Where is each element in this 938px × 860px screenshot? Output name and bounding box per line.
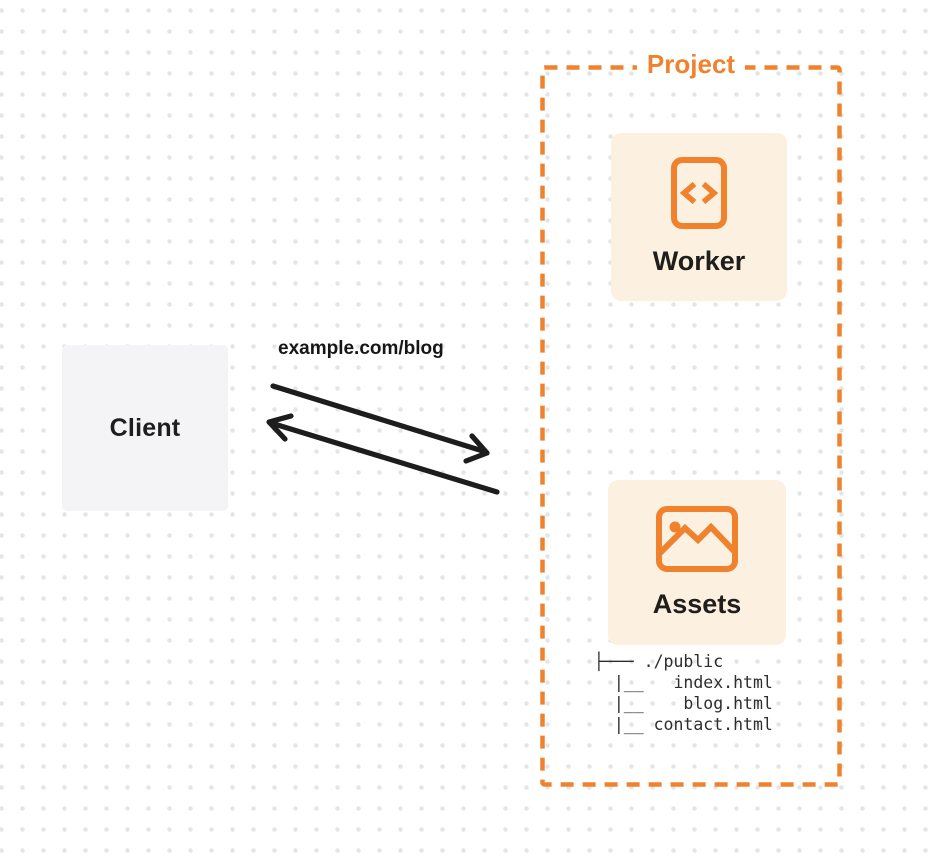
project-label: Project <box>636 49 746 80</box>
arrow-client-to-project <box>270 383 490 464</box>
arrow-project-to-client <box>266 413 500 495</box>
assets-file-tree: ├─── ./public |__ index.html |__ blog.ht… <box>594 651 773 735</box>
file-tree-line-index: |__ index.html <box>594 673 773 692</box>
project-boundary: Project Worker Assets ├─── ./public |__ … <box>540 49 842 787</box>
file-tree-line-contact: |__ contact.html <box>594 715 773 734</box>
client-box: Client <box>62 345 228 511</box>
image-landscape-icon <box>656 505 738 572</box>
assets-card: Assets <box>608 480 786 645</box>
file-tree-line-public: ├─── ./public <box>594 652 724 671</box>
client-label: Client <box>109 413 181 442</box>
worker-card: Worker <box>611 133 787 301</box>
request-url-label: example.com/blog <box>278 338 444 359</box>
file-tree-line-blog: |__ blog.html <box>594 694 773 713</box>
worker-label: Worker <box>652 246 746 276</box>
assets-label: Assets <box>652 588 742 619</box>
code-document-icon <box>671 157 727 229</box>
